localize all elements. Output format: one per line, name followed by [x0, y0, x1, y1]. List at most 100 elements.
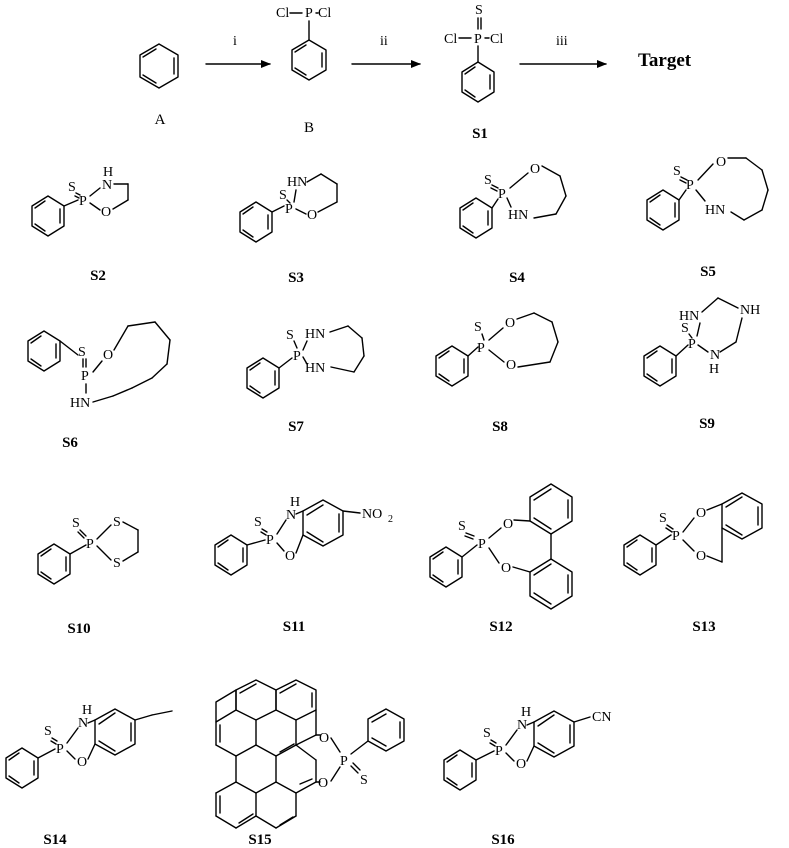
- svg-text:H: H: [521, 705, 531, 720]
- compound-s1-phenylphosphonothioic-dichloride: S Cl P Cl: [444, 3, 503, 103]
- svg-text:S: S: [113, 515, 121, 530]
- svg-text:P: P: [305, 6, 313, 21]
- compound-s4: P S O HN: [459, 162, 567, 239]
- svg-text:O: O: [516, 757, 526, 772]
- svg-text:O: O: [103, 348, 113, 363]
- svg-text:HN: HN: [508, 208, 528, 223]
- svg-text:O: O: [506, 358, 516, 373]
- label-s4: S4: [509, 270, 525, 286]
- svg-text:P: P: [340, 754, 348, 769]
- svg-text:2: 2: [388, 514, 393, 525]
- svg-text:S: S: [279, 188, 287, 203]
- svg-text:N: N: [78, 716, 88, 731]
- svg-text:P: P: [478, 537, 486, 552]
- compound-s13: P S O O: [623, 492, 763, 576]
- svg-text:HN: HN: [705, 203, 725, 218]
- svg-text:O: O: [319, 731, 329, 746]
- svg-text:S: S: [78, 345, 86, 360]
- svg-text:P: P: [79, 194, 87, 209]
- svg-text:P: P: [81, 369, 89, 384]
- label-a: A: [155, 112, 166, 128]
- svg-text:O: O: [501, 561, 511, 576]
- svg-text:S: S: [458, 519, 466, 534]
- label-s16: S16: [491, 832, 515, 848]
- svg-text:P: P: [86, 537, 94, 552]
- label-s2: S2: [90, 268, 106, 284]
- svg-text:O: O: [505, 316, 515, 331]
- svg-text:P: P: [56, 742, 64, 757]
- svg-text:S: S: [681, 321, 689, 336]
- compound-s10: P S S S: [37, 515, 139, 585]
- svg-text:P: P: [495, 744, 503, 759]
- svg-text:P: P: [293, 349, 301, 364]
- svg-text:Cl: Cl: [276, 6, 289, 21]
- label-s12: S12: [489, 619, 512, 635]
- svg-text:Cl: Cl: [318, 6, 331, 21]
- svg-text:O: O: [77, 755, 87, 770]
- svg-text:HN: HN: [70, 396, 90, 411]
- svg-text:Cl: Cl: [444, 32, 457, 47]
- compound-s5: P S O HN: [646, 155, 769, 231]
- compound-s11: P S H N O NO 2: [214, 495, 393, 576]
- svg-text:P: P: [498, 187, 506, 202]
- target-label: Target: [638, 50, 692, 71]
- svg-text:O: O: [696, 549, 706, 564]
- svg-text:N: N: [286, 508, 296, 523]
- label-s8: S8: [492, 419, 508, 435]
- svg-text:H: H: [103, 165, 113, 180]
- compound-s2: P S H N O: [31, 165, 129, 237]
- svg-text:S: S: [673, 164, 681, 179]
- compound-b-dichlorophenylphosphine: Cl P Cl: [276, 6, 331, 81]
- svg-text:O: O: [716, 155, 726, 170]
- label-s3: S3: [288, 270, 304, 286]
- svg-text:S: S: [68, 180, 76, 195]
- step-ii-label: ii: [380, 34, 388, 49]
- label-s9: S9: [699, 416, 715, 432]
- label-s5: S5: [700, 264, 716, 280]
- svg-text:P: P: [672, 529, 680, 544]
- svg-text:CN: CN: [592, 710, 611, 725]
- compound-s8: P S O O: [435, 312, 559, 387]
- svg-text:NO: NO: [362, 507, 382, 522]
- svg-text:S: S: [113, 556, 121, 571]
- svg-text:P: P: [266, 533, 274, 548]
- svg-text:S: S: [484, 173, 492, 188]
- svg-text:HN: HN: [305, 361, 325, 376]
- compound-s15: O O P S: [215, 679, 405, 829]
- svg-text:P: P: [474, 32, 482, 47]
- svg-text:HN: HN: [679, 309, 699, 324]
- svg-text:N: N: [710, 348, 720, 363]
- compound-s3: P S HN O: [239, 173, 338, 243]
- label-s13: S13: [692, 619, 715, 635]
- svg-text:S: S: [254, 515, 262, 530]
- svg-text:HN: HN: [305, 327, 325, 342]
- svg-text:H: H: [82, 703, 92, 718]
- svg-text:O: O: [503, 517, 513, 532]
- svg-text:P: P: [477, 341, 485, 356]
- compound-a-benzene: [139, 43, 179, 89]
- label-s14: S14: [43, 832, 67, 848]
- label-s11: S11: [283, 619, 306, 635]
- label-b: B: [304, 120, 314, 136]
- svg-text:P: P: [688, 337, 696, 352]
- svg-text:S: S: [474, 320, 482, 335]
- svg-text:H: H: [709, 362, 719, 377]
- label-s6: S6: [62, 435, 78, 451]
- svg-text:N: N: [102, 178, 112, 193]
- svg-text:S: S: [286, 328, 294, 343]
- svg-text:H: H: [290, 495, 300, 510]
- svg-text:S: S: [475, 3, 483, 18]
- svg-text:S: S: [72, 516, 80, 531]
- svg-text:O: O: [318, 776, 328, 791]
- svg-text:O: O: [696, 506, 706, 521]
- svg-text:S: S: [360, 773, 368, 788]
- svg-text:O: O: [307, 208, 317, 223]
- compound-s12: P S O O: [429, 483, 573, 610]
- svg-text:O: O: [285, 549, 295, 564]
- svg-text:Cl: Cl: [490, 32, 503, 47]
- compound-s7: P S HN HN: [246, 325, 365, 399]
- svg-text:HN: HN: [287, 175, 307, 190]
- compound-s9: P S HN N H NH: [643, 297, 760, 387]
- label-s15: S15: [248, 832, 271, 848]
